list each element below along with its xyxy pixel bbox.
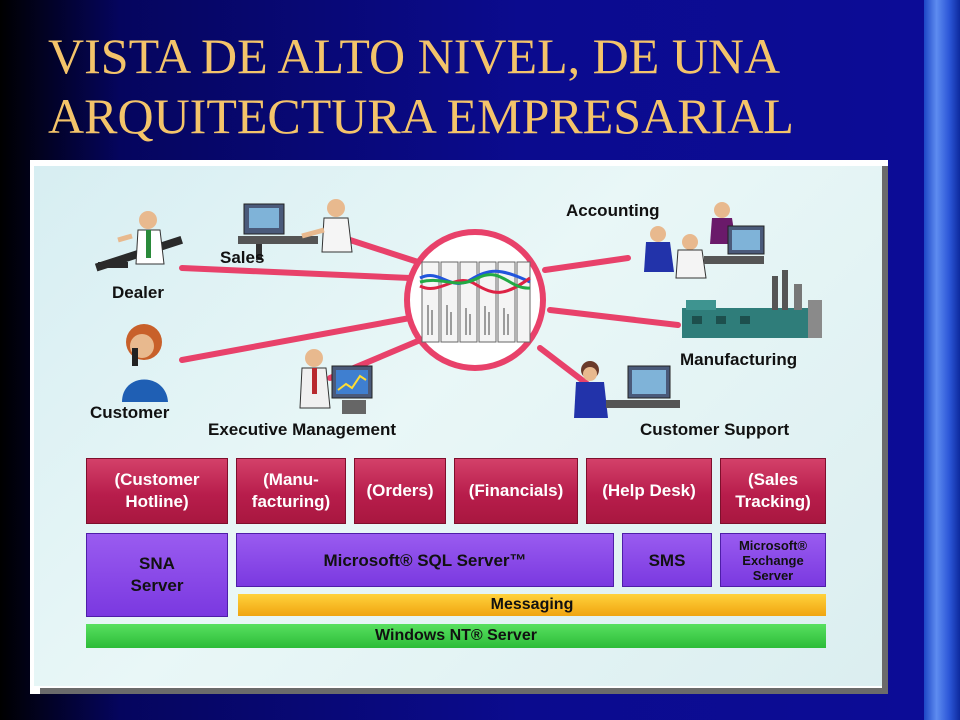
app-label: (Orders) [366, 481, 434, 500]
network-hub-waves [419, 269, 531, 294]
app-help-desk: (Help Desk) [586, 458, 712, 524]
app-label: Hotline) [125, 492, 189, 511]
app-label: (Sales [747, 470, 799, 489]
link-sales [347, 237, 421, 265]
node-label-customer-support: Customer Support [640, 420, 790, 439]
slide-title-line-1: VISTA DE ALTO NIVEL, DE UNA [48, 28, 781, 84]
platform-label: Server [130, 576, 184, 595]
link-manufacturing [547, 307, 681, 328]
slide-title-line-2: ARQUITECTURA EMPRESARIAL [48, 88, 794, 144]
app-label: Tracking) [735, 492, 811, 511]
app-label: (Help Desk) [602, 481, 696, 500]
app-label: (Manu- [263, 470, 319, 489]
node-label-dealer: Dealer [112, 283, 164, 302]
platform-label: SMS [648, 550, 686, 570]
link-accounting [542, 255, 631, 273]
node-label-accounting: Accounting [566, 201, 660, 220]
app-label: facturing) [251, 492, 331, 511]
customer-support-illustration [574, 361, 680, 418]
node-label-customer: Customer [90, 403, 170, 422]
app-manufacturing: (Manu-facturing) [236, 458, 346, 524]
sales-illustration [238, 199, 353, 260]
platform-sms: SMS [622, 533, 712, 587]
app-financials: (Financials) [454, 458, 578, 524]
platform-sql-server: Microsoft® SQL Server™ [236, 533, 614, 587]
platform-sna-server: SNA Server [86, 533, 228, 617]
platform-label: SNA [139, 554, 175, 573]
executive-illustration [299, 349, 373, 414]
link-customer [179, 315, 413, 363]
customer-illustration [122, 324, 168, 402]
dealer-illustration [94, 211, 183, 272]
slide-title: VISTA DE ALTO NIVEL, DE UNA ARQUITECTURA… [48, 26, 928, 146]
windows-nt-label: Windows NT® Server [375, 627, 537, 644]
app-orders: (Orders) [354, 458, 446, 524]
windows-nt-server-bar: Windows NT® Server [86, 624, 826, 648]
app-label: (Financials) [468, 481, 564, 500]
manufacturing-illustration [682, 270, 822, 338]
node-label-manufacturing: Manufacturing [680, 350, 798, 369]
platform-label: Microsoft® SQL Server™ [323, 550, 527, 570]
app-label: (Customer [114, 470, 200, 489]
platform-label: Server [752, 567, 794, 583]
platform-label: Exchange [742, 552, 804, 568]
diagram-shadow [882, 166, 888, 694]
link-dealer [179, 265, 413, 281]
messaging-bar: Messaging [238, 594, 826, 616]
network-hub-ticks [427, 305, 509, 335]
node-label-executive-management: Executive Management [208, 420, 397, 439]
accounting-illustration [644, 202, 765, 279]
messaging-label: Messaging [490, 596, 574, 613]
slide-side-bar [924, 0, 960, 720]
diagram-shadow [40, 688, 888, 694]
platform-label: Microsoft® [738, 537, 808, 553]
node-label-sales: Sales [220, 248, 265, 267]
